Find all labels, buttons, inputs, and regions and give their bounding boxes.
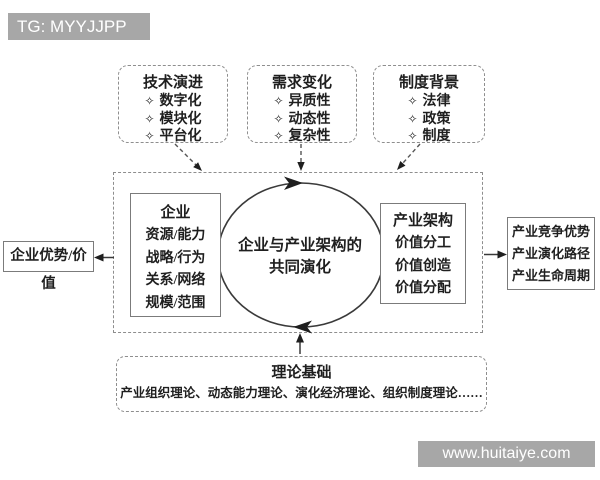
diamond-bullet-icon: ✧: [273, 129, 284, 143]
industry-outcome-path: 产业演化路径: [511, 246, 590, 261]
theory-foundation-box: 理论基础 产业组织理论、动态能力理论、演化经济理论、组织制度理论……: [116, 356, 487, 412]
tech-item-digitalization: ✧ 数字化: [119, 93, 227, 111]
industry-outcome-lifecycle: 产业生命周期: [511, 268, 590, 283]
industry-item-creation: 价值创造: [395, 258, 451, 274]
institution-item-label: 法律: [422, 94, 451, 109]
tech-evolution-box: 技术演进 ✧ 数字化 ✧ 模块化 ✧ 平台化: [118, 65, 228, 146]
diamond-bullet-icon: ✧: [144, 111, 155, 126]
arrow-demand-head-icon: [297, 162, 305, 171]
diamond-bullet-icon: ✧: [273, 111, 284, 126]
arrow-institution-to-main: [402, 143, 421, 164]
demand-item-complexity: ✧ 复杂性: [248, 128, 356, 146]
arrow-left-outcome-head-icon: [94, 253, 104, 262]
industry-item-division: 价值分工: [395, 236, 451, 251]
enterprise-item-resources: 资源/能力: [145, 228, 206, 243]
cycle-arrowhead-bottom-icon: [293, 320, 312, 334]
watermark-top-left: TG: MYYJJPP: [8, 13, 150, 40]
institution-item-policy: ✧ 政策: [374, 111, 484, 129]
industry-architecture-title: 产业架构: [392, 213, 453, 229]
tech-item-label: 模块化: [159, 111, 202, 127]
arrow-right-outcome-head-icon: [497, 250, 507, 259]
institution-background-title: 制度背景: [398, 75, 459, 91]
demand-item-label: 动态性: [288, 111, 331, 127]
coevolution-label-line2: 共同演化: [268, 259, 331, 276]
theory-foundation-body: 产业组织理论、动态能力理论、演化经济理论、组织制度理论……: [120, 386, 483, 400]
arrow-institution-head-icon: [397, 161, 406, 170]
demand-item-heterogeneity: ✧ 异质性: [248, 93, 356, 111]
tech-item-label: 数字化: [159, 94, 202, 109]
arrow-tech-head-icon: [193, 162, 202, 171]
coevolution-label-line1: 企业与产业架构的: [237, 237, 362, 254]
industry-item-distribution: 价值分配: [395, 281, 451, 296]
institution-background-box: 制度背景 ✧ 法律 ✧ 政策 ✧ 制度: [373, 65, 485, 146]
demand-change-box: 需求变化 ✧ 异质性 ✧ 动态性 ✧ 复杂性: [247, 65, 357, 146]
tech-item-modularization: ✧ 模块化: [119, 111, 227, 129]
enterprise-item-strategy: 战略/行为: [145, 250, 206, 266]
industry-outcome-box: 产业竞争优势 产业演化路径 产业生命周期: [507, 217, 595, 290]
enterprise-advantage-box: 企业优势/价值: [3, 241, 94, 292]
coevolution-label: 企业与产业架构的 共同演化: [205, 235, 395, 279]
demand-item-label: 复杂性: [288, 129, 331, 144]
tech-evolution-title: 技术演进: [142, 75, 203, 91]
diamond-bullet-icon: ✧: [144, 94, 155, 108]
institution-item-law: ✧ 法律: [374, 93, 484, 111]
demand-item-dynamism: ✧ 动态性: [248, 111, 356, 129]
arrow-foundation-head-icon: [296, 333, 304, 343]
watermark-bottom-right: www.huitaiye.com: [418, 441, 595, 467]
institution-item-label: 政策: [422, 111, 451, 127]
diamond-bullet-icon: ✧: [407, 94, 418, 108]
theory-foundation-title: 理论基础: [271, 365, 332, 381]
enterprise-item-relations: 关系/网络: [145, 273, 206, 288]
diamond-bullet-icon: ✧: [407, 129, 418, 143]
industry-architecture-box: 产业架构 价值分工 价值创造 价值分配: [380, 203, 466, 304]
diamond-bullet-icon: ✧: [273, 94, 284, 108]
enterprise-box: 企业 资源/能力 战略/行为 关系/网络 规模/范围: [130, 193, 221, 317]
tech-item-platformization: ✧ 平台化: [119, 128, 227, 146]
arrow-tech-to-main: [174, 143, 197, 166]
coevolution-main-box: [113, 172, 483, 333]
institution-item-label: 制度: [422, 129, 451, 144]
industry-outcome-competitive: 产业竞争优势: [511, 224, 590, 239]
tech-item-label: 平台化: [159, 129, 202, 144]
diamond-bullet-icon: ✧: [144, 129, 155, 143]
institution-item-institution: ✧ 制度: [374, 128, 484, 146]
demand-item-label: 异质性: [288, 94, 331, 109]
enterprise-title: 企业: [160, 205, 191, 221]
demand-change-title: 需求变化: [271, 75, 332, 91]
cycle-arrowhead-top-icon: [284, 176, 303, 190]
enterprise-item-scale: 规模/范围: [145, 295, 206, 311]
diamond-bullet-icon: ✧: [407, 111, 418, 126]
